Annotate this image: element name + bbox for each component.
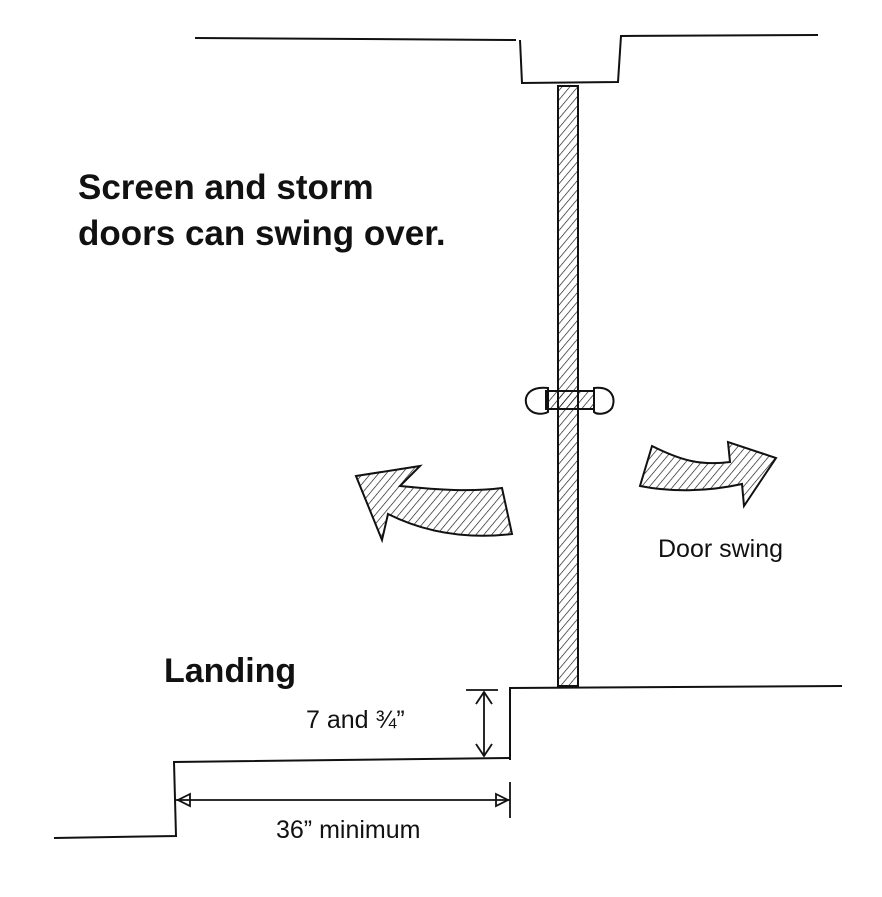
landing-label: Landing bbox=[164, 652, 297, 690]
door-swing-label: Door swing bbox=[658, 535, 784, 563]
door-slab bbox=[557, 85, 579, 687]
title-line-1: Screen and storm bbox=[78, 168, 374, 207]
door-knob bbox=[524, 386, 615, 415]
ceiling-line bbox=[194, 34, 819, 85]
right-swing-arrow bbox=[638, 440, 778, 509]
landing-width-label: 36” minimum bbox=[276, 816, 421, 844]
riser-dimension bbox=[466, 689, 498, 758]
left-swing-arrow bbox=[354, 464, 514, 544]
step-profile bbox=[53, 685, 843, 839]
title-line-2: doors can swing over. bbox=[78, 214, 446, 253]
riser-height-label: 7 and ¾” bbox=[306, 706, 405, 734]
width-dimension bbox=[175, 782, 511, 818]
